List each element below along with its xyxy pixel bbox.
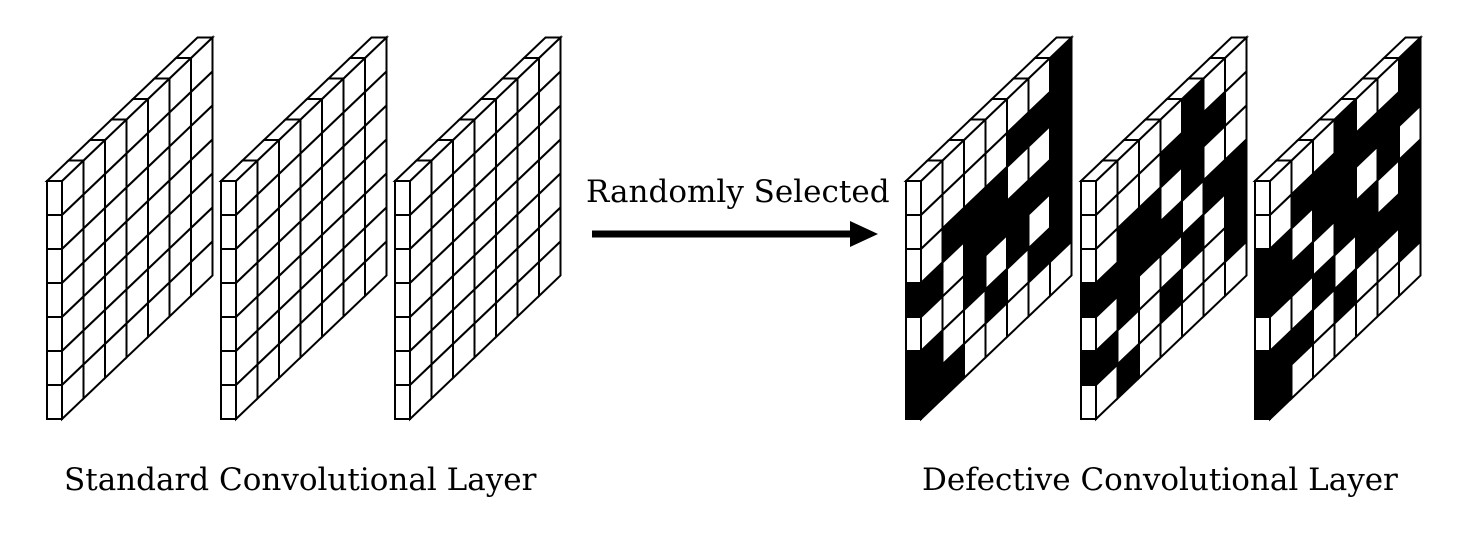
top-edge-cell [1032,36,1074,59]
top-edge-cell [173,36,215,59]
defective-kernel-2 [1078,35,1249,422]
defective-edge-cell [905,282,922,318]
standard-kernel-3 [392,35,563,422]
defective-convolutional-layer [903,35,1423,422]
weight-cell [1398,239,1422,299]
defective-kernel-1 [903,35,1074,422]
front-edge-cell [220,350,237,386]
front-edge-cell [905,214,922,250]
standard-kernel-1 [44,35,215,422]
front-edge-cell [394,350,411,386]
front-edge-cell [1080,180,1097,216]
front-edge-cell [220,384,237,420]
weight-cell [364,239,388,299]
random-selection-arrow [592,221,878,247]
weight-cell [1224,239,1248,299]
front-edge-cell [220,248,237,284]
front-edge-cell [1080,248,1097,284]
front-edge-cell [905,316,922,352]
top-edge-cell [1381,36,1423,59]
front-edge-cell [220,214,237,250]
front-edge-cell [1080,214,1097,250]
standard-layer-caption: Standard Convolutional Layer [64,462,537,498]
defective-edge-cell [1254,282,1271,318]
front-edge-cell [46,248,63,284]
front-edge-cell [46,214,63,250]
weight-cell [538,239,562,299]
defective-edge-cell [1080,350,1097,386]
front-edge-cell [46,384,63,420]
standard-kernel-2 [218,35,389,422]
front-edge-cell [46,180,63,216]
front-edge-cell [1254,180,1271,216]
defective-edge-cell [1080,282,1097,318]
front-edge-cell [220,282,237,318]
front-edge-cell [394,214,411,250]
front-edge-cell [1080,316,1097,352]
top-edge-cell [347,36,389,59]
defective-edge-cell [1254,248,1271,284]
front-edge-cell [220,316,237,352]
top-edge-cell [1207,36,1249,59]
front-edge-cell [394,248,411,284]
standard-convolutional-layer [44,35,563,422]
front-edge-cell [1080,384,1097,420]
front-edge-cell [1254,214,1271,250]
front-edge-cell [394,282,411,318]
front-edge-cell [46,282,63,318]
defective-edge-cell [905,384,922,420]
weight-cell [1049,239,1073,299]
front-edge-cell [905,248,922,284]
defective-kernel-3 [1252,35,1423,422]
front-edge-cell [394,384,411,420]
front-edge-cell [46,350,63,386]
defective-edge-cell [1254,384,1271,420]
arrow-label: Randomly Selected [586,174,890,210]
defective-layer-caption: Defective Convolutional Layer [922,462,1398,498]
defective-edge-cell [905,350,922,386]
front-edge-cell [905,180,922,216]
front-edge-cell [46,316,63,352]
weight-cell [190,239,214,299]
front-edge-cell [1254,316,1271,352]
front-edge-cell [394,316,411,352]
front-edge-cell [394,180,411,216]
front-edge-cell [220,180,237,216]
top-edge-cell [521,36,563,59]
defective-edge-cell [1254,350,1271,386]
